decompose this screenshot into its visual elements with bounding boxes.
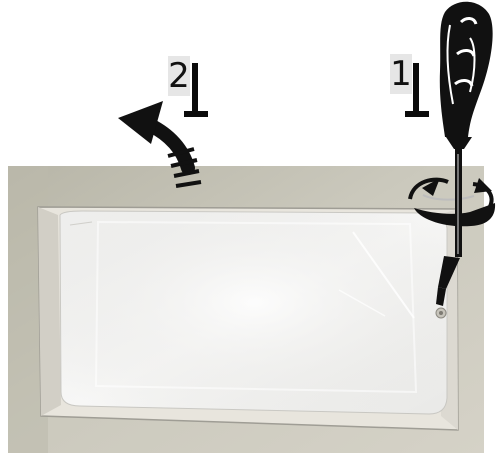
step-label-two: 2: [168, 56, 190, 96]
step-marker-foot-one: [405, 111, 429, 117]
step-marker-foot-two: [184, 111, 208, 117]
step-marker-bar-one: [413, 63, 419, 117]
step-marker-bar-two: [192, 63, 198, 117]
step-label-one: 1: [390, 54, 412, 94]
